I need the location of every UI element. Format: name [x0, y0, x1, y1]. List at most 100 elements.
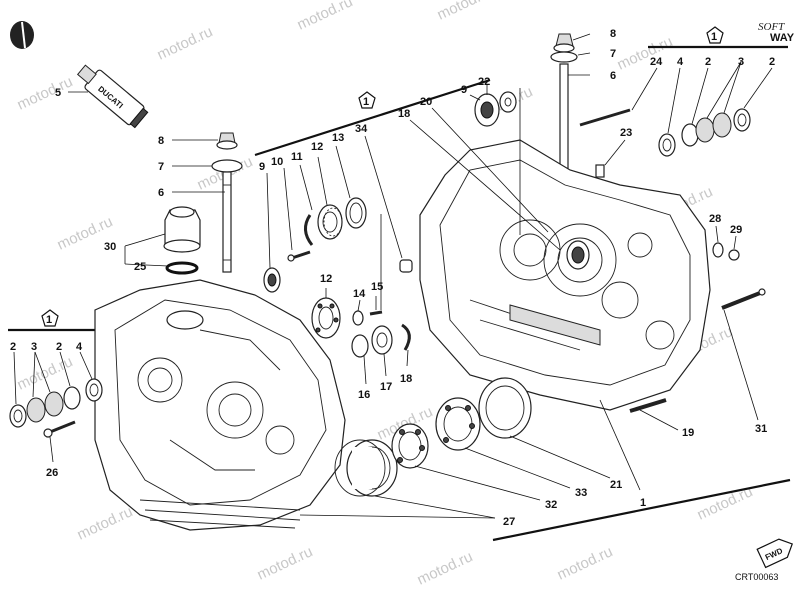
callout-26: 26: [46, 467, 58, 479]
bearing-part: [317, 204, 343, 240]
callout-2: 2: [769, 56, 775, 68]
group-marker-label: 1: [711, 31, 717, 43]
watermark-text: motod.ru: [255, 543, 316, 583]
callout-3: 3: [738, 56, 744, 68]
callout-labels: 5 8 7 6 30 25 8 7 6 9 10 11 12 13 34 12 …: [10, 28, 775, 528]
washer-part: [712, 242, 724, 258]
dowel-part: [595, 164, 605, 178]
callout-28: 28: [709, 213, 721, 225]
group-marker-label: 1: [46, 314, 52, 326]
leader-lines: [13, 33, 773, 519]
callout-8: 8: [158, 135, 164, 147]
main-bearing-ring-part: [334, 439, 398, 497]
callout-18: 18: [398, 108, 410, 120]
callout-7: 7: [610, 48, 616, 60]
main-bearing-ring-part: [478, 377, 532, 439]
callout-2: 2: [56, 341, 62, 353]
callout-23: 23: [620, 127, 632, 139]
ring-stack-left: [9, 378, 103, 428]
callout-4: 4: [76, 341, 83, 353]
callout-4: 4: [677, 56, 684, 68]
callout-13: 13: [332, 132, 344, 144]
callout-3: 3: [31, 341, 37, 353]
callout-6: 6: [158, 187, 164, 199]
bearing-part: [351, 325, 393, 358]
watermark-text: motod.ru: [615, 33, 676, 73]
callout-29: 29: [730, 224, 742, 236]
group-marker-icon: 1: [706, 26, 724, 44]
dowel-part: [399, 259, 413, 273]
group-brackets: [8, 45, 791, 542]
callout-2: 2: [10, 341, 16, 353]
callout-9: 9: [461, 84, 467, 96]
bearing-part: [263, 267, 281, 293]
callout-8: 8: [610, 28, 616, 40]
bolt-part: [43, 420, 76, 438]
ring-stack-right: [658, 108, 751, 157]
callout-30: 30: [104, 241, 116, 253]
callout-12: 12: [311, 141, 323, 153]
bearing-part: [311, 297, 341, 339]
callout-33: 33: [575, 487, 587, 499]
watermark-text: motod.ru: [75, 503, 136, 543]
callout-19: 19: [682, 427, 694, 439]
circlip-part: [401, 323, 411, 351]
callout-9: 9: [259, 161, 265, 173]
watermark-text: motod.ru: [155, 23, 216, 63]
bracket-top-center: [254, 78, 491, 157]
main-bearing-part: [435, 397, 481, 451]
washer-part: [499, 91, 517, 113]
bearing-part: [474, 93, 500, 127]
forward-arrow-icon: FWD: [756, 538, 793, 569]
bolt-part: [579, 108, 631, 127]
callout-5: 5: [55, 87, 61, 99]
callout-17: 17: [380, 381, 392, 393]
callout-10: 10: [271, 156, 283, 168]
stud-assembly-right: [550, 33, 578, 175]
callout-16: 16: [358, 389, 370, 401]
watermark-text: motod.ru: [435, 0, 496, 24]
callout-11: 11: [291, 151, 303, 163]
group-marker-icon: 1: [41, 309, 59, 327]
screw-part: [287, 250, 311, 262]
watermark-text: motod.ru: [555, 543, 616, 583]
bolt-part: [728, 249, 740, 261]
callout-2: 2: [705, 56, 711, 68]
callout-32: 32: [545, 499, 557, 511]
callout-27: 27: [503, 516, 515, 528]
callout-6: 6: [610, 70, 616, 82]
pin-part: [369, 310, 383, 316]
callout-12: 12: [320, 273, 332, 285]
softway-logo: SOFT WAY: [758, 21, 795, 44]
callout-31: 31: [755, 423, 767, 435]
left-crankcase-half: [94, 279, 346, 531]
reference-code: CRT00063: [735, 572, 778, 582]
brand-mark-icon: [10, 21, 34, 49]
bearing-part: [566, 240, 590, 270]
logo-line1: SOFT: [758, 21, 785, 33]
watermark-text: motod.ru: [15, 73, 76, 113]
watermark-text: motod.ru: [295, 0, 356, 34]
callout-25: 25: [134, 261, 146, 273]
dowel-pin-part: [629, 398, 667, 413]
callout-22: 22: [478, 76, 490, 88]
callout-24: 24: [650, 56, 663, 68]
callout-7: 7: [158, 161, 164, 173]
callout-14: 14: [353, 288, 366, 300]
watermark-text: motod.ru: [415, 548, 476, 588]
main-bearing-part: [391, 423, 429, 469]
oil-filter-part: [163, 206, 201, 275]
bracket-bottom-right: [492, 478, 791, 542]
callout-21: 21: [610, 479, 622, 491]
long-bolt-part: [721, 288, 766, 310]
group-marker-icon: 1: [358, 91, 376, 109]
stud-assembly-left: [211, 132, 243, 273]
callout-15: 15: [371, 281, 383, 293]
callout-18: 18: [400, 373, 412, 385]
washer-part: [352, 310, 364, 326]
group-marker-label: 1: [363, 96, 369, 108]
logo-line2: WAY: [770, 32, 795, 44]
callout-1: 1: [640, 497, 646, 509]
callout-34: 34: [355, 123, 368, 135]
